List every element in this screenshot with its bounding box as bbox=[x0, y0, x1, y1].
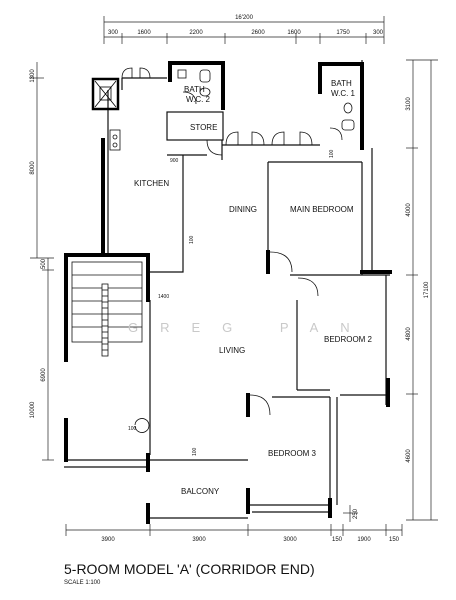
room-bath1: BATH bbox=[331, 79, 352, 88]
right-dim-5: 17100 bbox=[424, 281, 430, 298]
annotation-100d: 100 bbox=[128, 426, 137, 432]
bottom-dim-2: 3900 bbox=[192, 537, 206, 543]
bottom-dim-4: 150 bbox=[332, 537, 343, 543]
plan-scale: SCALE 1:100 bbox=[64, 580, 101, 586]
top-dim-7: 300 bbox=[373, 30, 384, 36]
top-dimension-labels: 300 1600 2200 2600 1600 1750 300 bbox=[108, 30, 384, 36]
room-kitchen: KITCHEN bbox=[134, 179, 169, 188]
right-dim-2: 4000 bbox=[406, 203, 412, 217]
annotation-900: 900 bbox=[170, 158, 179, 164]
room-bath2: BATH bbox=[184, 85, 205, 94]
left-dimension-labels: 1300 8000 500 6900 10000 bbox=[30, 69, 47, 419]
room-dining: DINING bbox=[229, 205, 257, 214]
bottom-dim-5: 1900 bbox=[357, 537, 371, 543]
room-store: STORE bbox=[190, 123, 217, 132]
right-dimension-lines bbox=[406, 59, 438, 521]
left-dim-2: 8000 bbox=[30, 161, 36, 175]
room-bedroom2: BEDROOM 2 bbox=[324, 335, 373, 344]
plan-title: 5-ROOM MODEL 'A' (CORRIDOR END) bbox=[64, 561, 315, 577]
bottom-small-dim: 250 bbox=[353, 508, 359, 519]
left-dim-5: 10000 bbox=[30, 401, 36, 418]
staircase bbox=[71, 261, 143, 357]
top-dim-2: 1600 bbox=[137, 30, 151, 36]
top-dimension-lines bbox=[103, 16, 385, 44]
room-wc1: W.C. 1 bbox=[331, 89, 356, 98]
overall-width-label: 16'200 bbox=[235, 15, 253, 21]
lift-shaft bbox=[94, 80, 117, 108]
left-dimension-lines bbox=[30, 62, 54, 461]
swing-doors bbox=[182, 91, 343, 416]
double-doors-top bbox=[121, 67, 313, 146]
thin-walls bbox=[64, 60, 390, 519]
bottom-dimension-labels: 3900 3900 3000 150 1900 150 250 bbox=[101, 508, 399, 543]
bottom-dim-1: 3900 bbox=[101, 537, 115, 543]
room-wc2: W.C. 2 bbox=[186, 95, 211, 104]
left-dim-3: 500 bbox=[41, 258, 47, 269]
annotation-100b: 100 bbox=[329, 149, 335, 158]
right-dim-3: 4800 bbox=[406, 327, 412, 341]
bath-fixtures bbox=[109, 69, 355, 433]
top-dim-4: 2600 bbox=[251, 30, 265, 36]
annotations: 900 100 100 100 1400 100 bbox=[128, 149, 335, 456]
room-labels: BATH W.C. 2 BATH W.C. 1 STORE KITCHEN DI… bbox=[134, 79, 373, 496]
bottom-dim-3: 3000 bbox=[283, 537, 297, 543]
room-living: LIVING bbox=[219, 346, 245, 355]
right-dimension-labels: 3100 4000 4800 4600 17100 bbox=[406, 97, 430, 463]
right-dim-4: 4600 bbox=[406, 449, 412, 463]
top-dim-3: 2200 bbox=[189, 30, 203, 36]
watermark: GREG PAN bbox=[128, 320, 372, 335]
top-dim-5: 1600 bbox=[287, 30, 301, 36]
left-dim-4: 6900 bbox=[41, 368, 47, 382]
bottom-dimension-lines bbox=[65, 505, 403, 536]
bottom-dim-6: 150 bbox=[389, 537, 400, 543]
top-dim-1: 300 bbox=[108, 30, 119, 36]
annotation-100a: 100 bbox=[189, 235, 195, 244]
room-balcony: BALCONY bbox=[181, 487, 220, 496]
room-master: MAIN BEDROOM bbox=[290, 205, 354, 214]
left-dim-1: 1300 bbox=[30, 69, 36, 83]
structural-walls bbox=[64, 61, 392, 524]
annotation-100c: 100 bbox=[192, 447, 198, 456]
room-bedroom3: BEDROOM 3 bbox=[268, 449, 317, 458]
annotation-1400: 1400 bbox=[158, 294, 169, 300]
top-dim-6: 1750 bbox=[336, 30, 350, 36]
right-dim-1: 3100 bbox=[406, 97, 412, 111]
